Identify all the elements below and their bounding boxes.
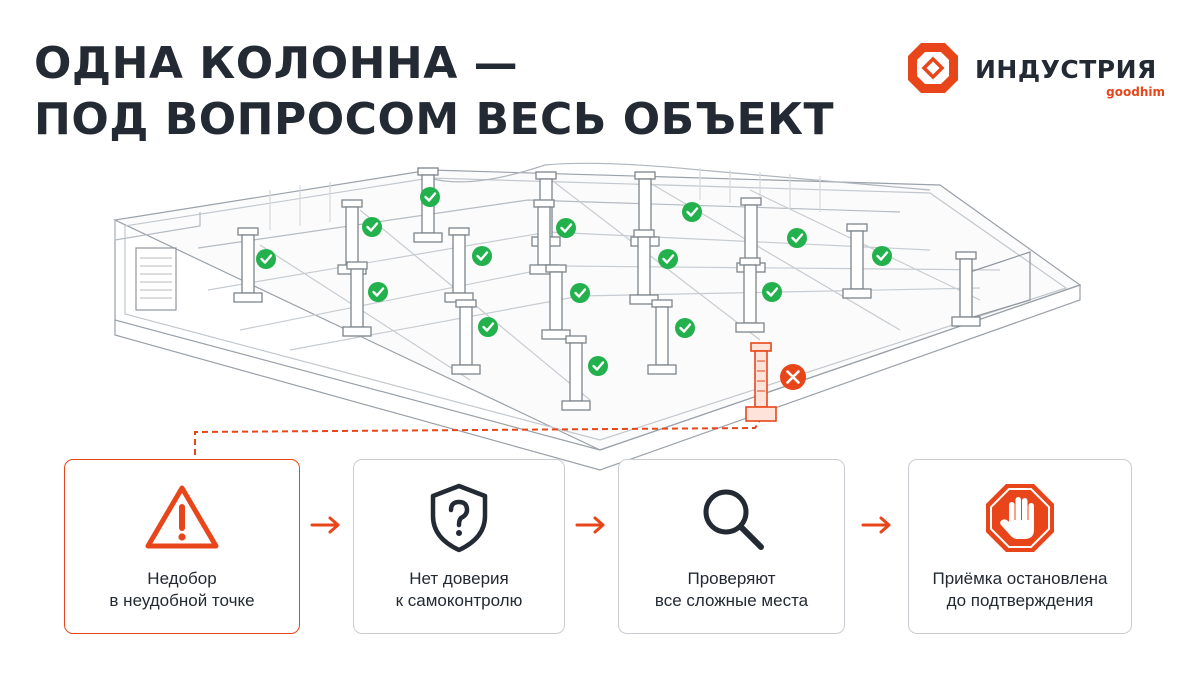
check-circle-icon [872,246,892,266]
check-circle-icon [478,317,498,337]
step-card-checking: Проверяют все сложные места [618,459,845,634]
magnifier-icon [703,489,764,550]
step-1-line-2: в неудобной точке [109,591,255,610]
failed-column [745,342,777,422]
brand-subname: goodhim [1106,85,1165,99]
step-3-line-2: все сложные места [654,591,809,610]
check-circle-icon [556,218,576,238]
check-circle-icon [658,249,678,269]
check-circle-icon [682,202,702,222]
step-3-line-1: Проверяют [687,569,776,588]
column [529,199,559,275]
column [647,299,677,375]
shield-question-icon [430,483,488,553]
arrow-right-icon [575,516,605,534]
step-4-line-1: Приёмка остановлена [932,569,1108,588]
step-2-line-1: Нет доверия [409,569,509,588]
check-circle-icon [472,246,492,266]
page-title: ОДНА КОЛОННА — ПОД ВОПРОСОМ ВЕСЬ ОБЪЕКТ [34,36,834,148]
column [541,264,571,340]
x-circle-icon [780,364,806,390]
warning-triangle-icon [145,485,219,549]
step-1-line-1: Недобор [147,569,217,588]
check-circle-icon [762,282,782,302]
check-circle-icon [787,228,807,248]
stop-hand-icon [986,484,1054,552]
brand-name: ИНДУСТРИЯ [975,55,1157,84]
check-circle-icon [570,283,590,303]
column [561,335,591,411]
check-circle-icon [588,356,608,376]
title-line-2: ПОД ВОПРОСОМ ВЕСЬ ОБЪЕКТ [34,94,835,145]
arrow-right-icon [861,516,891,534]
brand-logo: ИНДУСТРИЯ goodhim [905,38,1165,102]
column [735,257,765,333]
column [951,251,981,327]
column [342,261,372,337]
column [444,227,474,303]
step-card-shortfall: Недобор в неудобной точке [64,459,300,634]
failure-link-line [194,419,761,455]
check-circle-icon [362,217,382,237]
column [451,299,481,375]
check-circle-icon [420,187,440,207]
column [233,227,263,303]
arrow-right-icon [310,516,340,534]
check-circle-icon [675,318,695,338]
brand-mark-icon [908,43,958,93]
check-circle-icon [256,249,276,269]
column [842,223,872,299]
check-circle-icon [368,282,388,302]
step-4-line-2: до подтверждения [946,591,1094,610]
title-line-1: ОДНА КОЛОННА — [34,38,519,89]
column [629,229,659,305]
step-card-no-trust: Нет доверия к самоконтролю [353,459,565,634]
columns-layer [233,167,981,411]
step-2-line-2: к самоконтролю [395,591,523,610]
step-card-acceptance-stopped: Приёмка остановлена до подтверждения [908,459,1132,634]
